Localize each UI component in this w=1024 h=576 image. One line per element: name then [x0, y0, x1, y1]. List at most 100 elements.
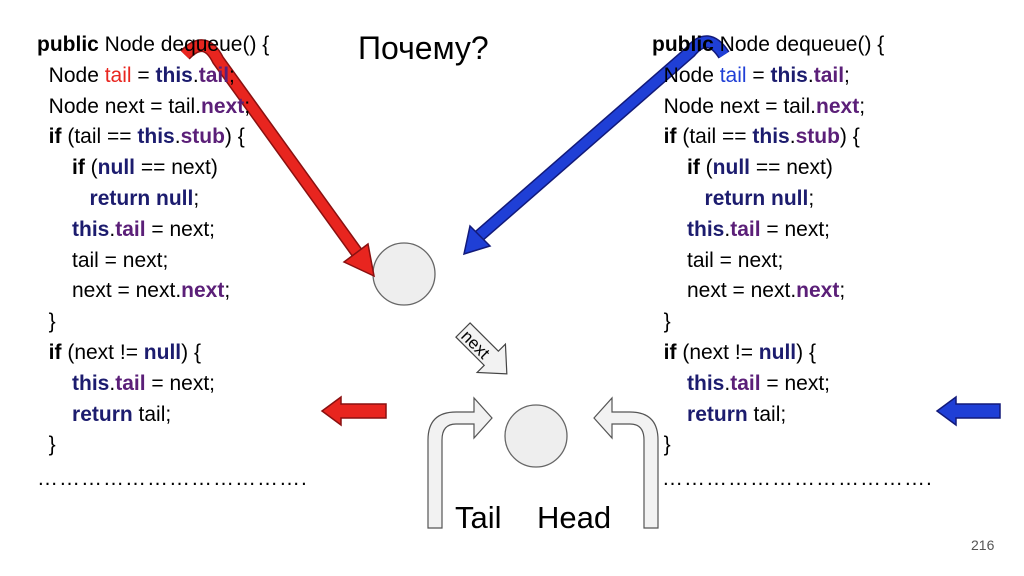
code-token: .	[724, 217, 731, 241]
code-token: == next)	[750, 156, 833, 180]
code-token: next	[181, 279, 225, 303]
code-token: .	[109, 217, 116, 241]
code-line: if (next != null) {	[652, 338, 884, 369]
code-token: tail	[730, 217, 761, 241]
code-token: }	[652, 310, 671, 334]
code-line: public Node dequeue() {	[37, 30, 269, 61]
code-token: = next;	[145, 371, 216, 395]
code-token: .	[789, 125, 796, 149]
code-token: tail	[115, 371, 146, 395]
code-token: next	[796, 279, 840, 303]
tail-head-node	[504, 404, 568, 468]
code-line: return null;	[37, 184, 269, 215]
code-token: .	[174, 125, 181, 149]
code-token: this	[137, 125, 175, 149]
code-token: next	[816, 94, 860, 118]
code-token	[37, 187, 90, 210]
code-token: this	[72, 217, 110, 241]
code-token: next	[201, 94, 245, 118]
code-token: if	[72, 156, 85, 180]
code-token: return null	[89, 186, 194, 210]
code-token: next = next.	[652, 279, 797, 303]
code-token: Node dequeue() {	[713, 33, 885, 56]
code-token: ) {	[796, 340, 816, 364]
code-line: this.tail = next;	[652, 369, 884, 400]
code-listing-left: public Node dequeue() { Node tail = this…	[37, 30, 269, 461]
code-token: this	[72, 371, 110, 395]
code-token	[652, 403, 687, 426]
code-token: next = next.	[37, 279, 182, 303]
code-token: ;	[859, 94, 866, 118]
code-line: if (null == next)	[37, 153, 269, 184]
code-token: ;	[808, 186, 815, 210]
code-token: }	[652, 433, 671, 457]
code-token	[652, 125, 664, 148]
code-token	[652, 218, 687, 241]
code-line: tail = next;	[652, 246, 884, 277]
code-token: (next !=	[676, 340, 759, 364]
code-token: this	[687, 371, 725, 395]
code-token	[37, 372, 72, 395]
code-token: tail	[115, 217, 146, 241]
blue-left-arrow	[935, 395, 1001, 427]
code-token: if	[663, 125, 677, 149]
code-token: tail	[104, 63, 132, 87]
code-token: stub	[795, 125, 840, 149]
code-token: tail;	[132, 402, 172, 426]
tail-pointer-arrow	[427, 396, 493, 529]
code-line: Node tail = this.tail;	[652, 61, 884, 92]
code-token: Node next = tail.	[37, 94, 202, 118]
code-line: return tail;	[652, 400, 884, 431]
code-token: .	[192, 63, 199, 87]
code-token: (	[699, 156, 713, 180]
code-token	[37, 341, 49, 364]
code-token: tail = next;	[37, 248, 169, 272]
slide-title: Почему?	[358, 30, 489, 66]
code-line: }	[37, 430, 269, 461]
code-token: =	[131, 63, 156, 87]
code-token: .	[724, 371, 731, 395]
code-line: if (next != null) {	[37, 338, 269, 369]
code-line: Node next = tail.next;	[652, 92, 884, 123]
tail-label: Tail	[455, 500, 502, 535]
code-token: if	[48, 340, 62, 364]
code-token: ;	[844, 63, 850, 87]
code-line: if (null == next)	[652, 153, 884, 184]
code-token: .	[807, 63, 814, 87]
code-token: ;	[224, 279, 231, 303]
code-token: null	[712, 156, 750, 180]
code-line: return tail;	[37, 400, 269, 431]
code-token: null	[97, 156, 135, 180]
code-token: = next;	[760, 217, 831, 241]
code-token: ;	[839, 279, 846, 303]
code-token: ;	[193, 186, 200, 210]
red-left-arrow	[320, 395, 387, 427]
code-token	[652, 372, 687, 395]
code-token: ;	[244, 94, 251, 118]
code-token: (next !=	[61, 340, 144, 364]
code-token: tail;	[747, 402, 787, 426]
code-token	[37, 156, 72, 179]
code-token	[37, 218, 72, 241]
code-token: this	[770, 63, 808, 87]
code-token: }	[37, 310, 56, 334]
code-token: this	[687, 217, 725, 241]
code-line: if (tail == this.stub) {	[37, 122, 269, 153]
code-line: }	[652, 430, 884, 461]
code-token: }	[37, 433, 56, 457]
code-token: tail	[719, 63, 747, 87]
code-token: if	[48, 125, 62, 149]
code-token: ;	[229, 63, 235, 87]
code-token	[652, 341, 664, 364]
code-token: = next;	[760, 371, 831, 395]
blue-thread-arrow	[462, 35, 730, 256]
code-token: Node	[652, 63, 720, 87]
code-line: Node next = tail.next;	[37, 92, 269, 123]
code-line: }	[37, 307, 269, 338]
code-line: this.tail = next;	[37, 215, 269, 246]
code-token: this	[155, 63, 193, 87]
code-token: (tail ==	[61, 125, 138, 149]
code-token: public	[652, 33, 714, 56]
code-token	[37, 403, 72, 426]
code-token: Node	[37, 63, 105, 87]
